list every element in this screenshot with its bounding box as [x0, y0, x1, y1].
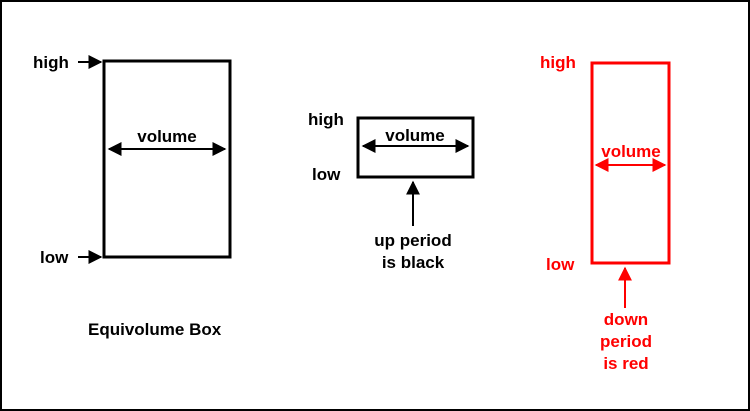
diagram-caption: Equivolume Box [88, 320, 222, 339]
box-2-note-line-1: up period [374, 231, 451, 250]
box-3-low-label: low [546, 255, 575, 274]
box-3-note-line-2: period [600, 332, 652, 351]
box-3-note-line-3: is red [603, 354, 648, 373]
equivolume-box-1: high low volume [33, 53, 232, 267]
box-3-volume-label: volume [601, 142, 661, 161]
box-1-rect [102, 59, 232, 259]
box-2-high-label: high [308, 110, 344, 129]
box-3-rect [590, 61, 671, 265]
box-2-rect [356, 116, 475, 179]
box-1-volume-label: volume [137, 127, 197, 146]
box-3-high-label: high [540, 53, 576, 72]
box-1-low-label: low [40, 248, 69, 267]
box-2-low-label: low [312, 165, 341, 184]
box-1-high-label: high [33, 53, 69, 72]
box-2-volume-label: volume [385, 126, 445, 145]
equivolume-box-3: high low volume down period is red [540, 53, 671, 373]
box-3-note-line-1: down [604, 310, 648, 329]
box-2-note-line-2: is black [382, 253, 445, 272]
equivolume-box-2: high low volume up period is black [308, 110, 475, 272]
